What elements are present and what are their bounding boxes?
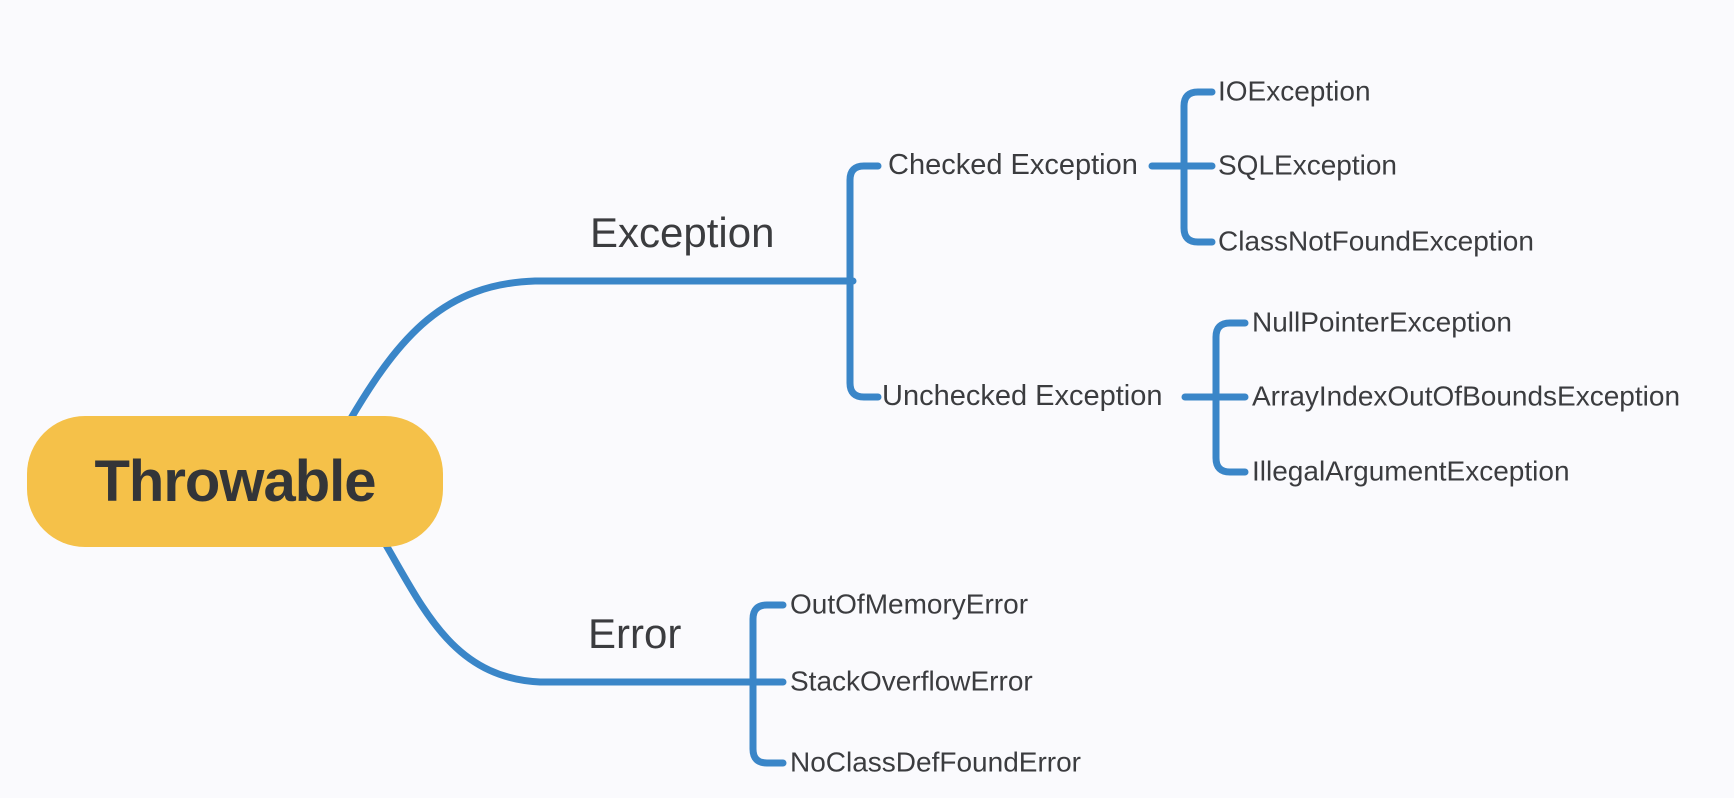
leaf-classnotfoundexception[interactable]: ClassNotFoundException (1218, 225, 1534, 257)
node-unchecked-exception[interactable]: Unchecked Exception (882, 379, 1163, 412)
node-checked-exception[interactable]: Checked Exception (888, 148, 1138, 181)
leaf-outofmemoryerror[interactable]: OutOfMemoryError (790, 588, 1029, 620)
leaf-stackoverflowerror[interactable]: StackOverflowError (790, 665, 1033, 697)
exception-branch-connector (346, 277, 857, 424)
exception-children-bracket (846, 162, 882, 401)
leaf-noclassdeffounderror[interactable]: NoClassDefFoundError (790, 746, 1081, 778)
leaf-illegalargumentexception[interactable]: IllegalArgumentException (1252, 455, 1570, 487)
leaf-ioexception[interactable]: IOException (1218, 75, 1371, 107)
leaf-sqlexception[interactable]: SQLException (1218, 149, 1397, 181)
error-branch-connector (382, 541, 787, 686)
leaf-arrayindexoutofboundsexception[interactable]: ArrayIndexOutOfBoundsException (1252, 380, 1681, 412)
leaf-nullpointerexception[interactable]: NullPointerException (1252, 306, 1512, 338)
branch-label-exception[interactable]: Exception (590, 209, 775, 256)
branch-label-error[interactable]: Error (588, 610, 682, 657)
root-node-throwable[interactable]: Throwable (27, 416, 443, 547)
error-children-bracket (749, 601, 787, 767)
